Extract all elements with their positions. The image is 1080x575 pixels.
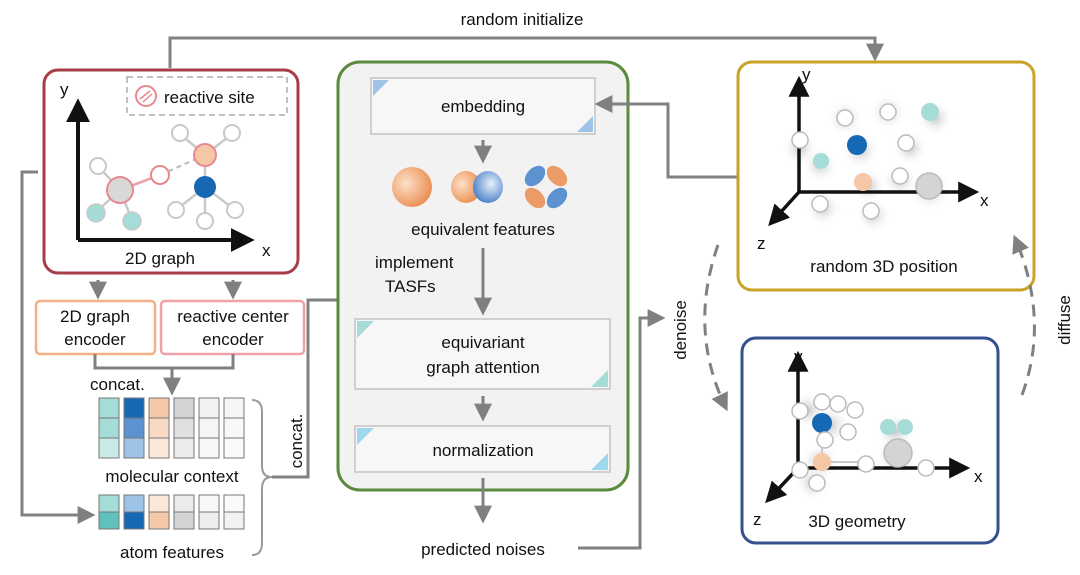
graph-2d-panel: reactive site y x — [42, 68, 300, 275]
geometry-3d-label: 3D geometry — [808, 512, 906, 531]
concat-side-label: concat. — [287, 414, 306, 469]
position-to-embedding-arrow — [594, 95, 738, 179]
egat-line2: graph attention — [426, 358, 539, 377]
geometry-axis-x: x — [974, 467, 983, 486]
legend-box — [126, 76, 288, 116]
egat-block: equivariant graph attention — [354, 318, 611, 390]
d-orbital-icon — [524, 165, 568, 209]
encoder-reactive-center: reactive center encoder — [159, 299, 306, 356]
embedding-label: embedding — [441, 97, 525, 116]
geometry-atoms — [791, 393, 935, 492]
reactive-site-icon — [135, 85, 157, 107]
reactive-site-label: reactive site — [164, 88, 255, 107]
atom-features-label: atom features — [120, 543, 224, 562]
random-atoms — [791, 103, 943, 220]
geometry-3d-panel: y x z 3D geometry — [740, 336, 1000, 545]
molecular-context-matrix — [98, 397, 245, 459]
concat-top-label: concat. — [90, 375, 145, 394]
normalization-label: normalization — [432, 441, 533, 460]
molecular-context-label: molecular context — [105, 467, 239, 486]
graph-2d-label: 2D graph — [125, 249, 195, 268]
normalization-block: normalization — [354, 425, 611, 473]
random-3d-position-panel: y x z random 3D position — [736, 60, 1036, 292]
geometry-axis-z: z — [753, 510, 762, 529]
random-axis-z: z — [757, 234, 766, 253]
random-3d-position-label: random 3D position — [810, 257, 957, 276]
diffuse-label: diffuse — [1055, 295, 1074, 345]
encoder-2d-graph: 2D graph encoder — [34, 299, 157, 356]
denoise-arrow — [703, 244, 728, 412]
p-orbital-icon — [451, 171, 481, 203]
diffuse-arrow — [1012, 234, 1036, 396]
s-orbital-icon — [392, 167, 432, 207]
encoder-2d-line1: 2D graph — [60, 307, 130, 326]
atom-features-row — [98, 494, 245, 530]
egat-line1: equivariant — [441, 333, 524, 352]
denoise-label: denoise — [671, 300, 690, 360]
random-axis-y: y — [802, 65, 811, 84]
implement-line2: TASFs — [385, 277, 436, 296]
graph-axis-x: x — [262, 241, 271, 260]
geometry-axis-y: y — [794, 347, 803, 366]
encoder-2d-line2: encoder — [64, 330, 126, 349]
encoder-rc-line1: reactive center — [177, 307, 289, 326]
random-initialize-label: random initialize — [461, 10, 584, 29]
equivalent-features-label: equivalent features — [411, 220, 555, 239]
graph-axis-y: y — [60, 80, 69, 99]
graph-atoms — [86, 124, 244, 231]
predicted-noises-label: predicted noises — [421, 540, 545, 559]
random-axis-x: x — [980, 191, 989, 210]
equivalent-feature-icons — [392, 165, 568, 209]
implement-line1: implement — [375, 253, 454, 272]
graph-to-atom-features-arrow — [20, 170, 96, 524]
encoder-rc-line2: encoder — [202, 330, 264, 349]
random-initialize-arrow — [168, 36, 884, 68]
embedding-block — [370, 77, 596, 135]
noises-to-denoise-arrow — [578, 309, 666, 550]
